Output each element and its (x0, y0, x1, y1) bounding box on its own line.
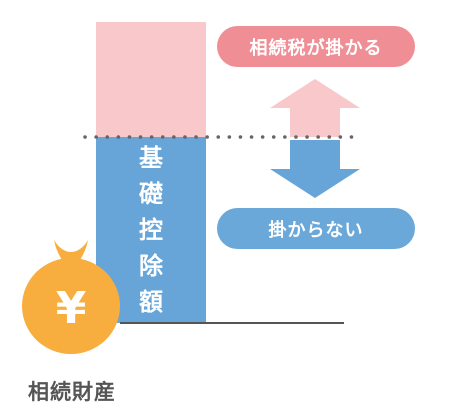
deduction-char: 控 (139, 216, 163, 244)
taxed-pill-label: 相続税が掛かる (217, 26, 415, 67)
down-arrow-icon (270, 140, 360, 198)
up-arrow-icon (270, 79, 360, 137)
deduction-char: 基 (139, 144, 163, 172)
taxable-portion-bar (96, 22, 206, 137)
basic-deduction-label: 基 礎 控 除 額 (96, 137, 206, 323)
deduction-char: 除 (139, 252, 163, 280)
deduction-char: 額 (139, 288, 163, 316)
yen-icon: ¥ (55, 282, 87, 334)
inherited-assets-label: 相続財産 (28, 380, 116, 404)
money-bag-icon (22, 240, 120, 354)
deduction-char: 礎 (139, 180, 163, 208)
untaxed-pill-label: 掛からない (217, 208, 415, 249)
